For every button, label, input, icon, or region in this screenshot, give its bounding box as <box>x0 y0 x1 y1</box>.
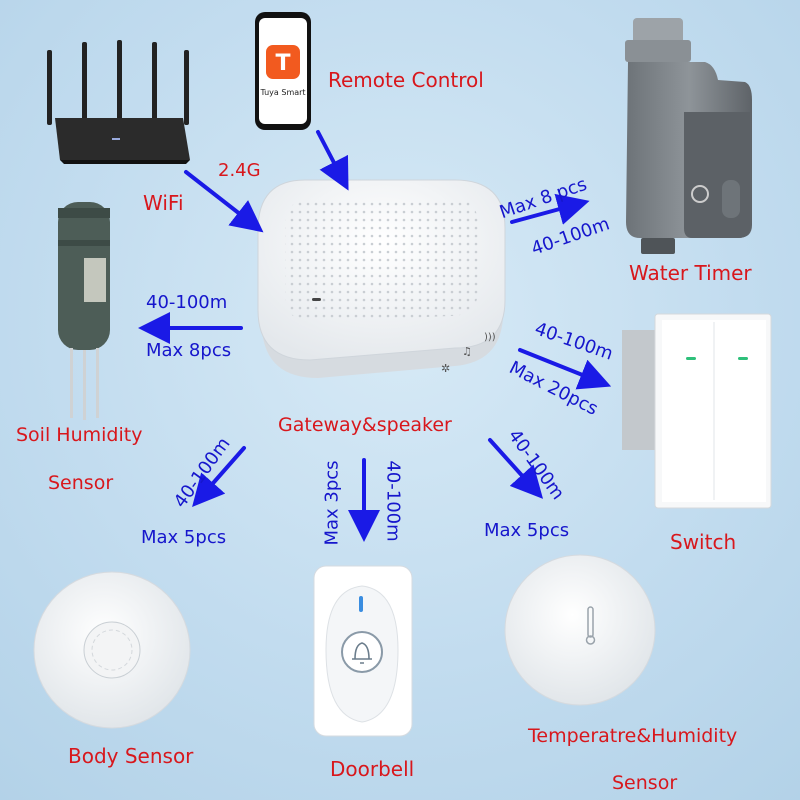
arrows <box>138 130 612 542</box>
band-label: 2.4G <box>218 160 261 181</box>
doorbell-range-label: 40-100m <box>382 460 404 542</box>
temperature-sensor-icon <box>504 554 656 706</box>
arrow-water-timer <box>510 193 590 225</box>
arrow-wifi <box>184 170 264 233</box>
thermometer-icon <box>585 606 596 645</box>
gateway-icon: ✲ ♫ ))) <box>257 179 506 378</box>
gateway-label: Gateway&speaker <box>278 414 452 436</box>
phone-icon: T Tuya Smart <box>255 12 311 130</box>
temp-max-label: Max 5pcs <box>484 520 570 541</box>
wall-switch-icon <box>622 313 772 509</box>
svg-text:♫: ♫ <box>462 345 472 358</box>
body-max-label: Max 5pcs <box>141 527 227 548</box>
doorbell-label: Doorbell <box>330 757 415 781</box>
svg-text:))): ))) <box>484 332 496 343</box>
doorbell-icon <box>313 565 413 737</box>
tuya-logo-icon <box>266 45 300 79</box>
water-timer-icon <box>625 18 752 254</box>
svg-text:✲: ✲ <box>441 362 450 375</box>
doorbell-max-label: Max 3pcs <box>321 460 343 546</box>
temp-sensor-label-line1: Temperatre&Humidity <box>528 725 738 747</box>
soil-sensor-icon <box>58 202 110 420</box>
soil-range-label: 40-100m <box>146 292 228 313</box>
soil-sensor-label-line2: Sensor <box>48 472 114 494</box>
arrow-remote <box>316 130 349 191</box>
soil-sensor-label-line1: Soil Humidity <box>16 424 143 446</box>
body-sensor-icon <box>33 571 191 729</box>
arrow-body <box>192 446 246 508</box>
body-sensor-label: Body Sensor <box>68 744 194 768</box>
remote-control-label: Remote Control <box>328 68 484 92</box>
temp-sensor-label-line2: Sensor <box>612 772 678 794</box>
arrow-temp <box>488 438 544 499</box>
wifi-label: WiFi <box>143 191 184 215</box>
bell-icon <box>352 642 372 664</box>
app-name: Tuya Smart <box>259 88 305 97</box>
router-icon <box>47 40 190 164</box>
tuya-logo-letter: T <box>275 51 290 76</box>
switch-label: Switch <box>670 530 737 554</box>
soil-max-label: Max 8pcs <box>146 340 232 361</box>
water-timer-label: Water Timer <box>629 261 752 285</box>
arrow-switch <box>518 348 612 390</box>
